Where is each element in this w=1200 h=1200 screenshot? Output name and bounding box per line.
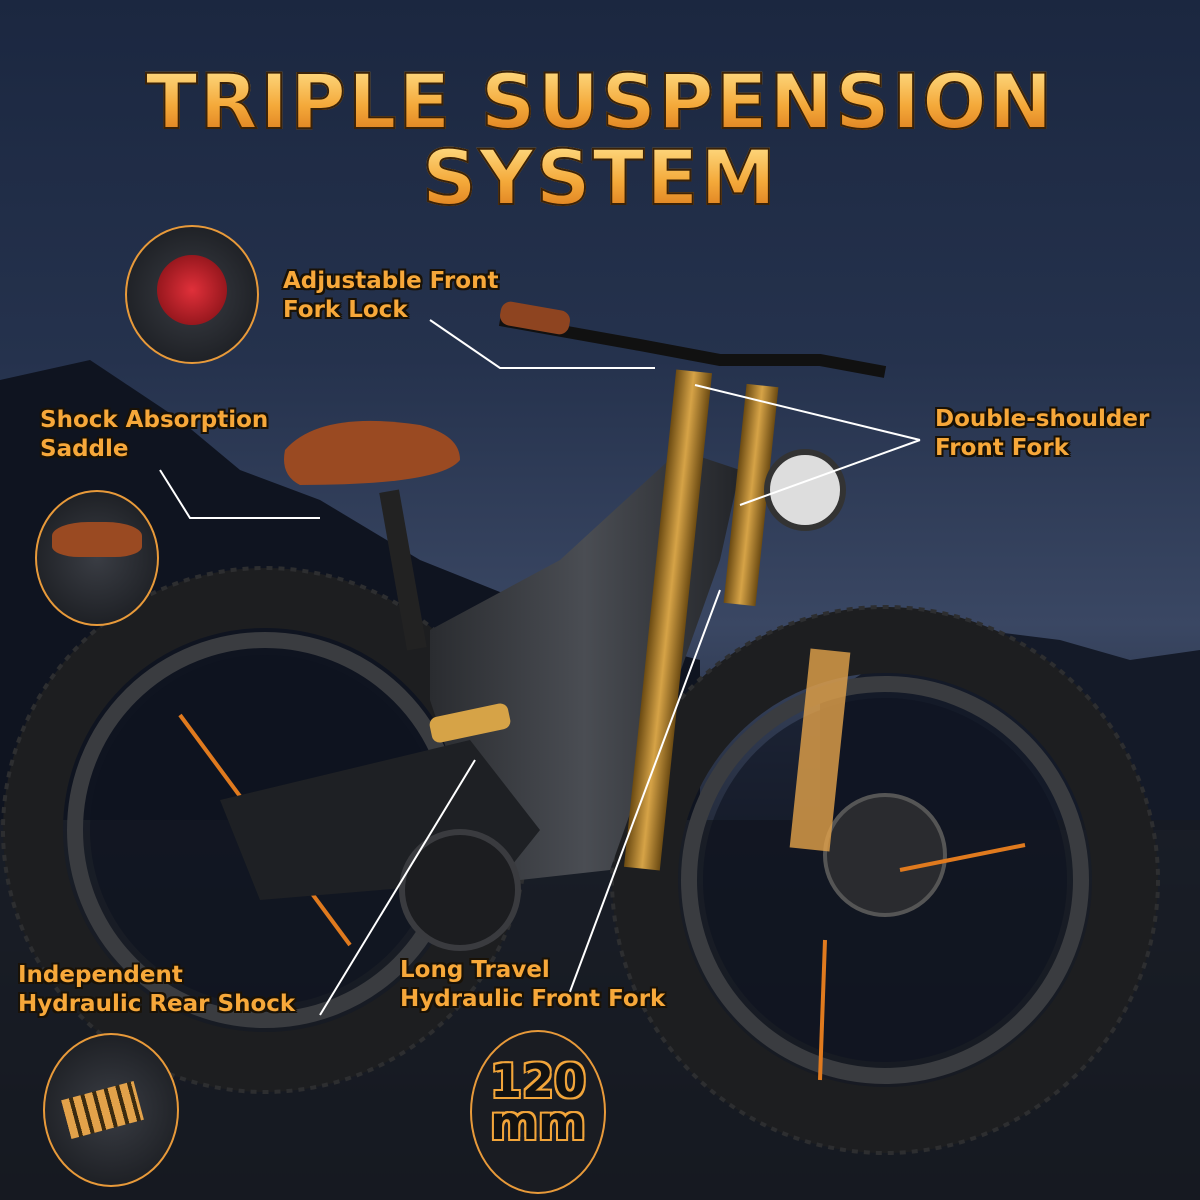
rear-shock — [429, 703, 511, 743]
front-fork-lower — [789, 648, 851, 852]
callout-line: Saddle — [40, 436, 129, 462]
callout-rear-shock: Independent Hydraulic Rear Shock — [18, 961, 295, 1019]
callout-line: Double-shoulder — [935, 406, 1150, 432]
callout-line: Hydraulic Rear Shock — [18, 991, 296, 1017]
saddle-detail-image — [35, 490, 159, 626]
shock-spring — [61, 1080, 144, 1140]
callout-double-shoulder-fork: Double-shoulder Front Fork — [935, 405, 1149, 463]
saddle — [284, 420, 460, 485]
leader-lines — [159, 319, 921, 1016]
travel-value: 120 — [489, 1054, 587, 1108]
compression-knob — [157, 255, 227, 325]
seatpost — [379, 489, 427, 651]
saddle-thumb — [52, 522, 142, 557]
callout-line: Long Travel — [400, 957, 550, 983]
callout-line: Adjustable Front — [283, 268, 499, 294]
callout-line: Shock Absorption — [40, 407, 269, 433]
front-wheel — [610, 605, 1160, 1155]
callout-line: Independent — [18, 962, 183, 988]
rear-shock-detail-image — [43, 1033, 179, 1187]
front-fork-left — [623, 369, 713, 871]
chainring — [399, 829, 521, 951]
handlebar — [498, 314, 887, 378]
callout-front-fork-travel: Long Travel Hydraulic Front Fork — [400, 956, 665, 1014]
headlight — [764, 449, 846, 531]
front-fork-right — [723, 383, 779, 607]
callout-fork-lock: Adjustable Front Fork Lock — [283, 267, 498, 325]
headline-line2: SYSTEM — [0, 139, 1200, 217]
travel-badge: 120 mm — [470, 1030, 606, 1194]
grip-left — [500, 301, 570, 335]
callout-line: Hydraulic Front Fork — [400, 986, 666, 1012]
travel-unit: mm — [490, 1096, 586, 1150]
headline-line1: TRIPLE SUSPENSION — [0, 63, 1200, 141]
callout-saddle: Shock Absorption Saddle — [40, 406, 268, 464]
callout-line: Fork Lock — [283, 297, 408, 323]
fork-lock-detail-image — [125, 225, 259, 364]
callout-line: Front Fork — [935, 435, 1069, 461]
